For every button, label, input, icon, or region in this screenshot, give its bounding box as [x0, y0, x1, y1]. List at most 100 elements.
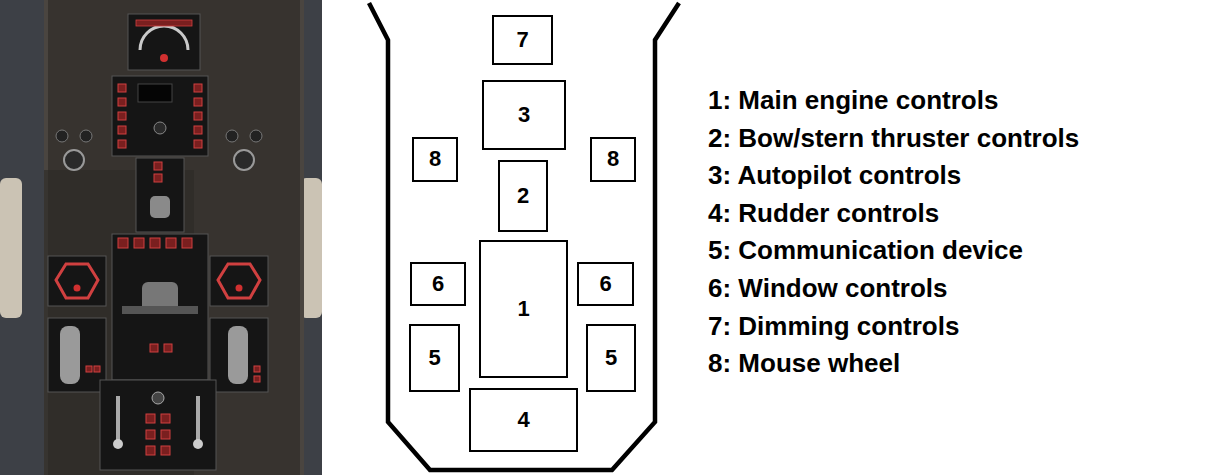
red-button — [194, 140, 202, 148]
red-button — [194, 98, 202, 106]
red-button — [194, 112, 202, 120]
thruster-lever — [150, 196, 170, 218]
window-panel — [210, 256, 268, 306]
numbered-box: 8 — [412, 137, 458, 182]
red-button — [118, 84, 126, 92]
autopilot-knob — [154, 122, 166, 134]
numbered-box: 7 — [492, 15, 553, 65]
key-entry: 8: Mouse wheel — [708, 348, 900, 378]
box-number: 5 — [428, 346, 440, 370]
seat-edge — [0, 178, 22, 318]
red-button — [254, 376, 260, 382]
box-number: 5 — [605, 346, 617, 370]
red-button — [161, 446, 170, 455]
autopilot-panel — [112, 76, 208, 156]
floor — [0, 0, 322, 475]
window-octagon — [56, 264, 98, 298]
rudder-lever — [116, 396, 120, 440]
red-button — [150, 344, 158, 352]
numbered-box: 5 — [409, 324, 460, 392]
key-entry: 3: Autopilot controls — [708, 160, 961, 190]
wheel-button — [250, 130, 262, 142]
box-number: 3 — [518, 103, 530, 127]
box-number: 6 — [432, 272, 444, 296]
red-button — [146, 414, 155, 423]
console-bevel — [300, 0, 304, 475]
box-number: 7 — [516, 28, 528, 52]
comm-panel — [210, 318, 268, 392]
red-button — [154, 162, 162, 170]
window-panel — [48, 256, 106, 306]
red-button — [254, 366, 260, 372]
numbered-box: 1 — [479, 240, 568, 378]
red-button — [118, 238, 128, 248]
engine-lever-bar — [122, 306, 198, 314]
handset — [60, 326, 80, 384]
box-number: 8 — [429, 147, 441, 171]
console-body — [44, 0, 304, 475]
engine-panel — [112, 234, 208, 380]
key-entry: 1: Main engine controls — [708, 85, 998, 115]
window-knob — [74, 285, 81, 292]
autopilot-screen — [138, 84, 172, 102]
rudder-lever — [196, 396, 200, 440]
box-number: 8 — [607, 147, 619, 171]
numbered-box: 4 — [469, 388, 578, 452]
numbered-box: 6 — [410, 262, 466, 306]
key-entry: 7: Dimming controls — [708, 311, 959, 341]
wheel-button — [56, 130, 68, 142]
console-render — [0, 0, 322, 475]
red-button — [154, 174, 162, 182]
red-button — [94, 366, 100, 372]
numbered-box: 8 — [590, 137, 636, 182]
dimming-buttons — [136, 20, 192, 26]
red-button — [161, 430, 170, 439]
rudder-panel — [100, 380, 216, 470]
thruster-panel — [136, 158, 184, 232]
box-number: 2 — [517, 184, 529, 208]
red-button — [161, 414, 170, 423]
dimming-arc — [140, 26, 188, 50]
red-button — [182, 238, 192, 248]
numbered-box: 6 — [577, 262, 634, 306]
window-knob — [236, 285, 243, 292]
key-entry: 5: Communication device — [708, 235, 1023, 265]
red-button — [164, 344, 172, 352]
dimming-knob — [160, 54, 168, 62]
key-entry: 2: Bow/stern thruster controls — [708, 123, 1079, 153]
red-button — [146, 430, 155, 439]
rudder-wheel — [152, 392, 164, 404]
box-number: 1 — [517, 297, 529, 321]
window-octagon — [218, 264, 260, 298]
red-button — [150, 238, 160, 248]
red-button — [166, 238, 176, 248]
numbered-box: 3 — [482, 80, 566, 150]
red-button — [118, 112, 126, 120]
red-button — [194, 84, 202, 92]
key-entry: 6: Window controls — [708, 273, 948, 303]
wheel-button — [80, 130, 92, 142]
red-button — [146, 446, 155, 455]
handset — [228, 326, 248, 384]
console-outline — [369, 3, 679, 470]
key-entry: 4: Rudder controls — [708, 198, 939, 228]
mouse-wheel — [234, 150, 254, 170]
red-button — [134, 238, 144, 248]
red-button — [118, 140, 126, 148]
mouse-wheel — [64, 150, 84, 170]
red-button — [118, 126, 126, 134]
red-button — [86, 366, 92, 372]
wheel-button — [226, 130, 238, 142]
red-button — [194, 126, 202, 134]
box-number: 4 — [517, 408, 529, 432]
comm-panel — [48, 318, 106, 392]
dimming-panel — [128, 14, 200, 70]
rudder-knob — [193, 439, 203, 449]
box-number: 6 — [599, 272, 611, 296]
numbered-box: 5 — [586, 324, 636, 392]
rudder-knob — [113, 439, 123, 449]
numbered-box: 2 — [498, 160, 548, 232]
red-button — [118, 98, 126, 106]
